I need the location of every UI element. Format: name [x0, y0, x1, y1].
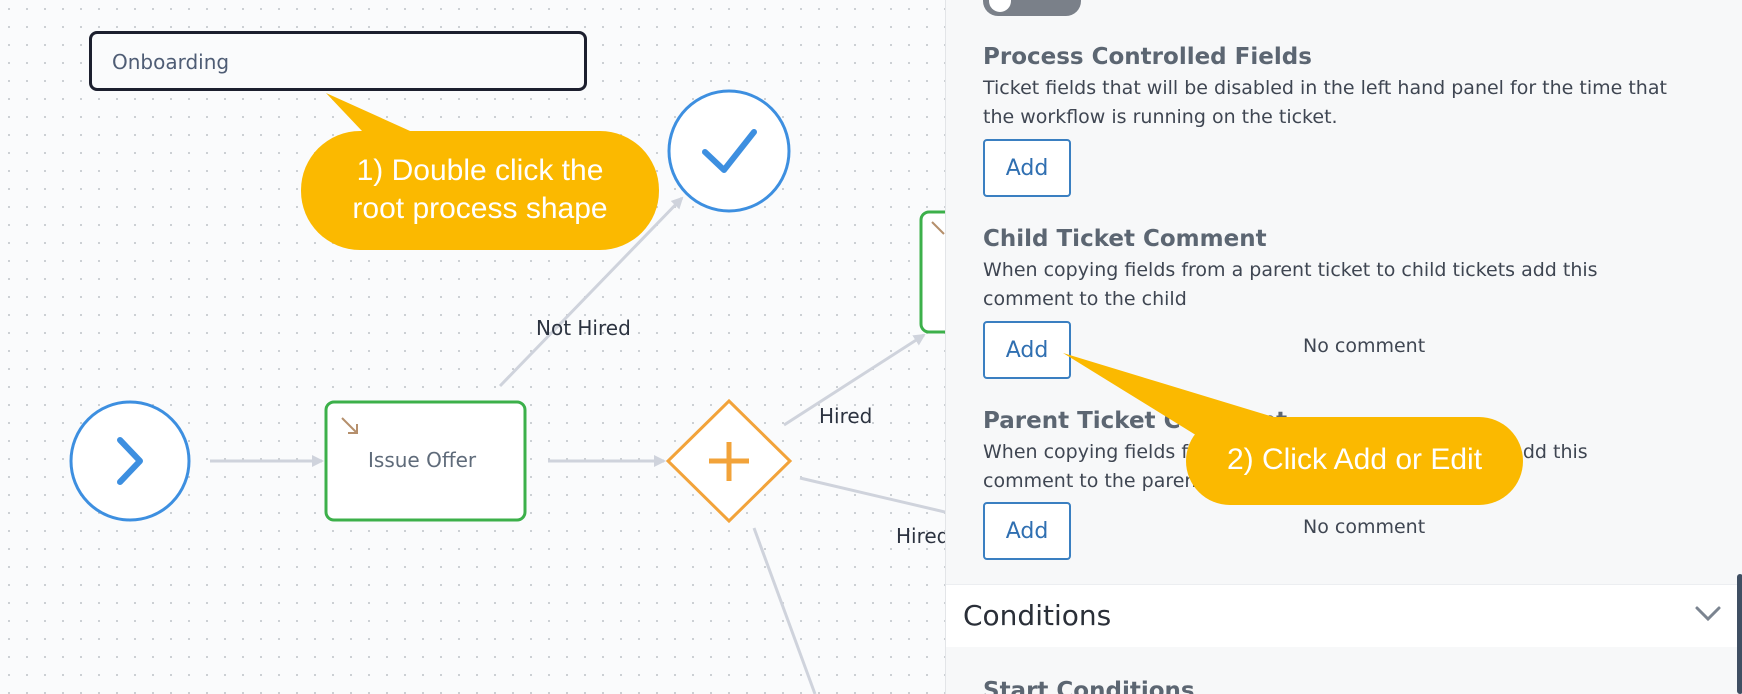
callout-2-text: 2) Click Add or Edit [1226, 443, 1483, 476]
edge-gateway-to-hired-task [783, 333, 926, 427]
edge-label-hired-2: Hired [896, 524, 945, 548]
root-process-shape[interactable]: Onboarding [89, 31, 587, 91]
edge-label-hired: Hired [819, 404, 873, 428]
start-conditions-title: Start Conditions [983, 678, 1195, 694]
callout-1-bubble [301, 131, 659, 250]
plus-icon [709, 442, 749, 481]
chevron-right-icon [117, 437, 143, 485]
callout-2-bubble [1186, 417, 1523, 505]
child-ticket-comment-add-button[interactable]: Add [983, 321, 1071, 379]
child-ticket-comment-title: Child Ticket Comment [983, 226, 1267, 252]
properties-panel: Process Controlled Fields Ticket fields … [945, 0, 1742, 694]
checkmark-icon [702, 129, 757, 173]
task-label: Issue Offer [368, 448, 477, 472]
workflow-canvas[interactable]: Issue Offer Not Hired Hired Hired Onboar… [0, 0, 945, 694]
start-event[interactable] [69, 400, 191, 522]
process-controlled-fields-title: Process Controlled Fields [983, 44, 1312, 70]
edge-gateway-to-right [799, 476, 945, 514]
process-controlled-fields-add-button[interactable]: Add [983, 139, 1071, 197]
end-event[interactable] [667, 89, 791, 213]
scrollbar-thumb[interactable] [1737, 574, 1742, 694]
parent-ticket-comment-add-button[interactable]: Add [983, 502, 1071, 560]
chevron-down-icon[interactable] [1694, 605, 1722, 623]
callout-1-line-2: root process shape [352, 192, 608, 225]
parallel-gateway[interactable] [665, 398, 793, 524]
process-controlled-fields-description: Ticket fields that will be disabled in t… [983, 77, 1667, 128]
workflow-diagram [69, 89, 945, 694]
child-ticket-comment-status: No comment [1303, 335, 1426, 357]
parent-ticket-comment-status: No comment [1303, 516, 1426, 538]
edge-label-not-hired: Not Hired [536, 316, 631, 340]
callout-1-line-1: 1) Double click the [356, 154, 604, 187]
edge-task-to-end [498, 196, 684, 388]
toggle-switch[interactable] [983, 0, 1081, 16]
task-issue-offer[interactable] [324, 400, 527, 522]
edge-gateway-down [752, 527, 817, 694]
subprocess-arrow-icon [341, 417, 358, 434]
root-process-label: Onboarding [112, 50, 230, 74]
conditions-section-header[interactable]: Conditions [946, 584, 1742, 647]
callout-1-text: 1) Double click the root process shape [301, 152, 659, 228]
conditions-title: Conditions [963, 599, 1112, 632]
child-ticket-comment-description: When copying fields from a parent ticket… [983, 259, 1598, 310]
task-hired-partial[interactable] [919, 210, 945, 334]
